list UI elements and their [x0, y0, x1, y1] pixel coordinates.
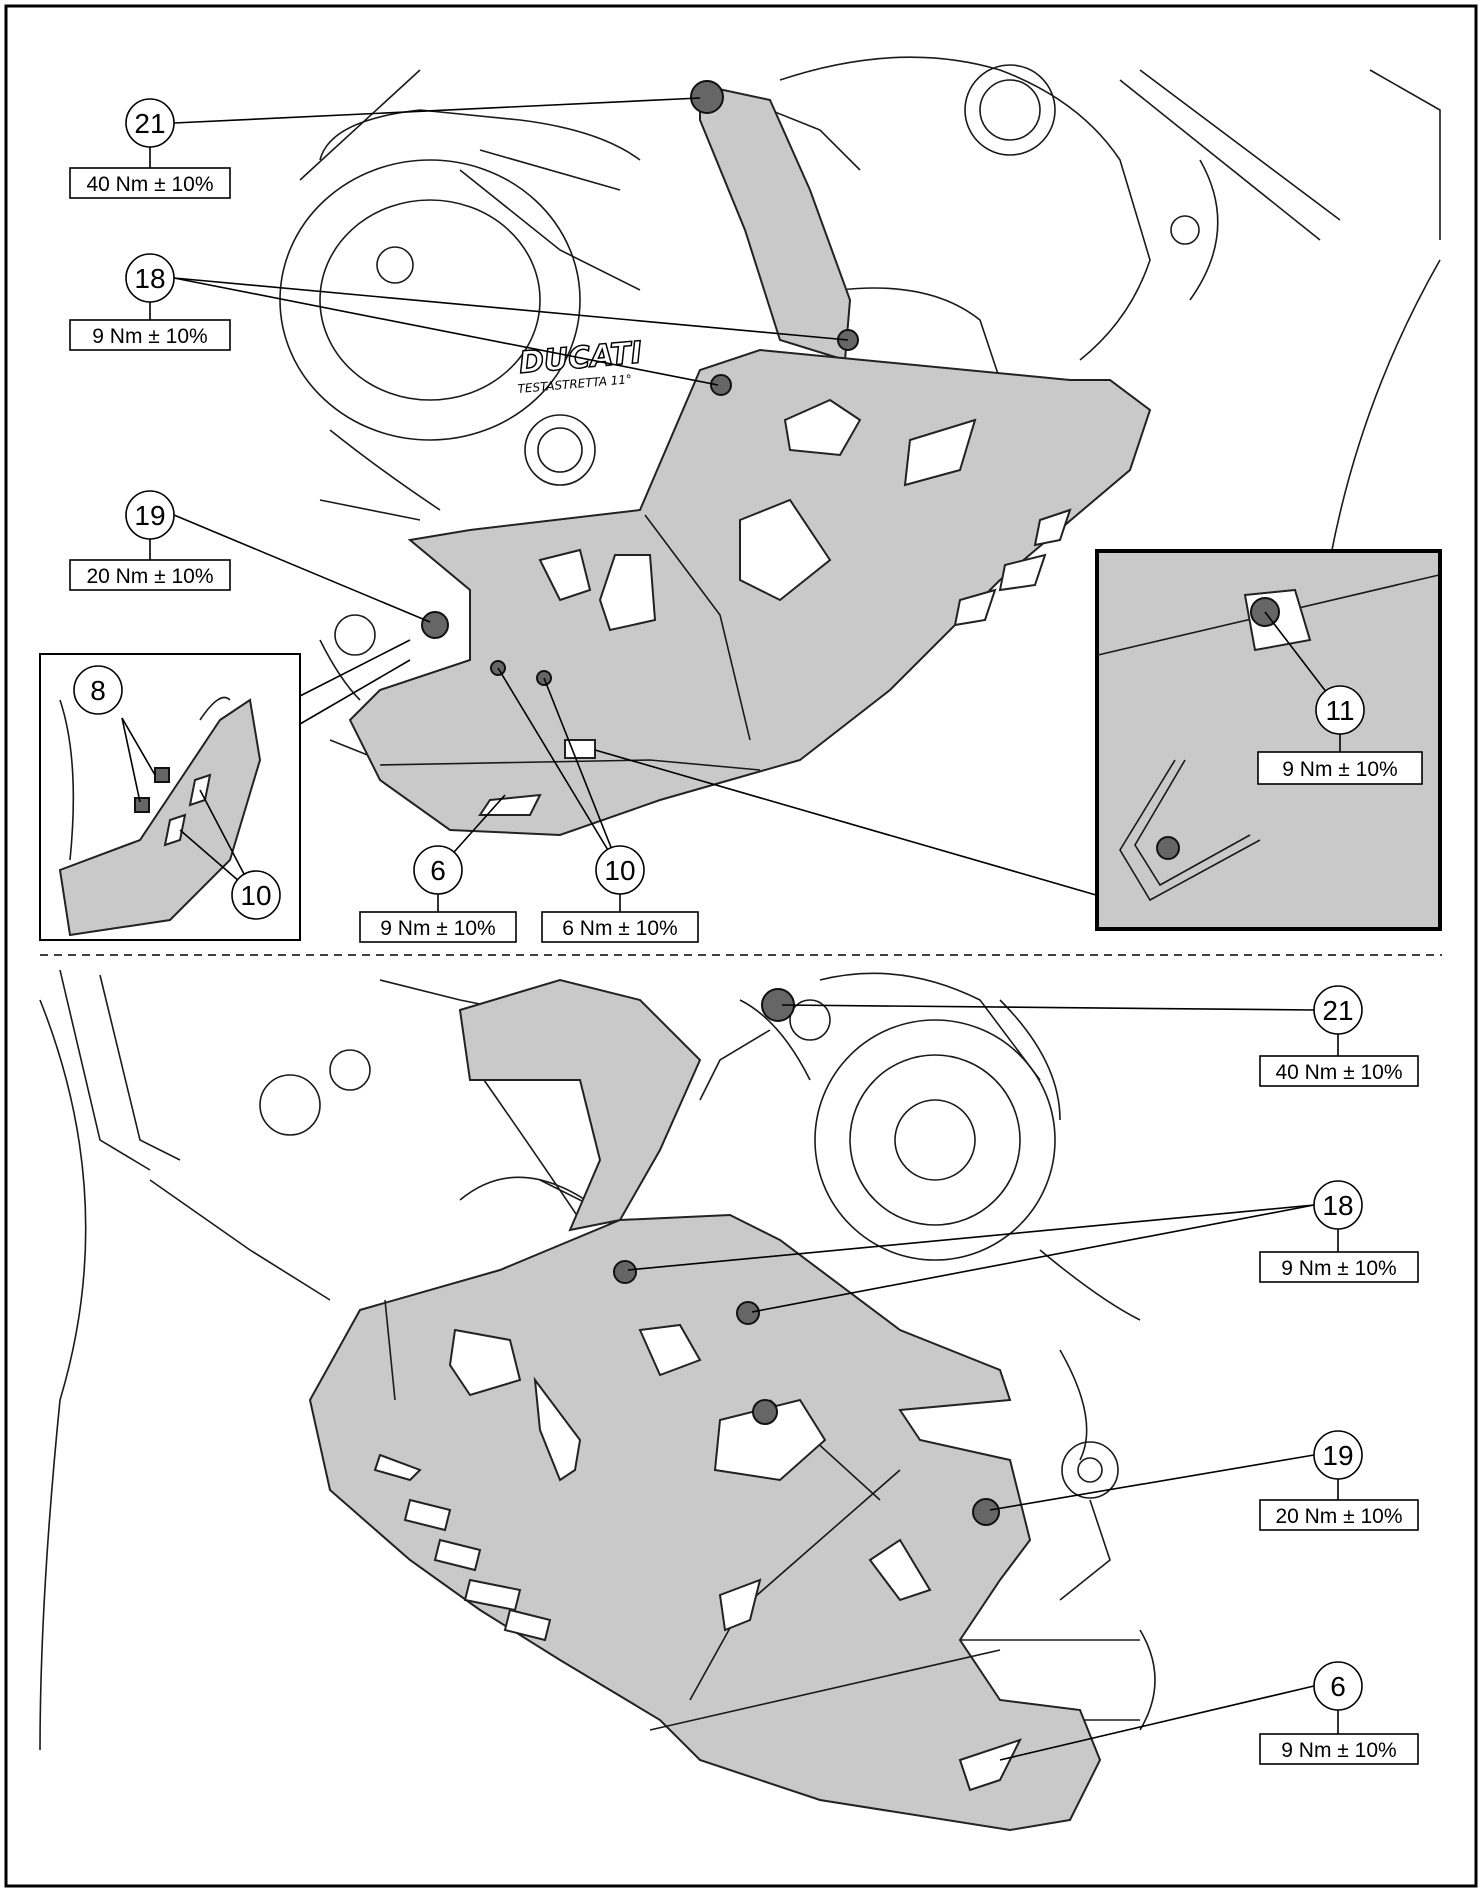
top-callout-10: 10 6 Nm ± 10% [541, 845, 699, 943]
bottom-bolt-19 [972, 1498, 1000, 1526]
svg-text:18: 18 [1322, 1190, 1353, 1221]
bottom-callout-19: 19 20 Nm ± 10% [1259, 1430, 1419, 1531]
bottom-bolt-misc [752, 1399, 778, 1425]
inset-callout-11: 11 9 Nm ± 10% [1257, 685, 1423, 785]
svg-text:6: 6 [1330, 1671, 1346, 1702]
svg-text:18: 18 [134, 263, 165, 294]
top-engine-outline [279, 56, 1441, 791]
bottom-callout-18: 18 9 Nm ± 10% [1259, 1180, 1419, 1283]
top-callout-19: 19 20 Nm ± 10% [69, 490, 231, 591]
top-callout-21: 21 40 Nm ± 10% [69, 98, 231, 199]
top-plate-crease [644, 514, 751, 741]
svg-text:11: 11 [1325, 695, 1354, 726]
svg-text:9 Nm ± 10%: 9 Nm ± 10% [380, 917, 495, 940]
svg-text:10: 10 [604, 855, 635, 886]
top-bolt-21 [690, 80, 724, 114]
top-bolt-18a [710, 374, 732, 396]
svg-text:6 Nm ± 10%: 6 Nm ± 10% [562, 917, 677, 940]
inset-callout-8: 8 [73, 665, 123, 715]
svg-text:20 Nm ± 10%: 20 Nm ± 10% [1275, 1505, 1402, 1528]
bottom-plate-cutouts [373, 1323, 1022, 1792]
svg-text:8: 8 [90, 675, 106, 706]
top-callout-18: 18 9 Nm ± 10% [69, 253, 231, 351]
bottom-leaders [627, 1004, 1315, 1761]
top-tab-11 [564, 739, 596, 759]
svg-text:9 Nm ± 10%: 9 Nm ± 10% [1281, 1739, 1396, 1762]
svg-text:10: 10 [240, 880, 271, 911]
bottom-callout-6: 6 9 Nm ± 10% [1259, 1661, 1419, 1765]
svg-text:19: 19 [1322, 1440, 1353, 1471]
top-plate-cutouts [478, 398, 1072, 816]
svg-text:19: 19 [134, 500, 165, 531]
page-frame [4, 4, 1478, 1888]
top-view: DUCATI TESTASTRETTA 11° [39, 56, 1442, 943]
top-skid-plate [348, 348, 1152, 837]
bottom-callout-21: 21 40 Nm ± 10% [1259, 985, 1419, 1087]
inset-callout-10: 10 [231, 870, 281, 920]
top-bolt-19 [421, 611, 449, 639]
top-callout-6: 6 9 Nm ± 10% [359, 845, 517, 943]
svg-text:40 Nm ± 10%: 40 Nm ± 10% [86, 173, 213, 196]
svg-text:21: 21 [1322, 995, 1353, 1026]
bottom-front-bracket [458, 978, 702, 1232]
inset-right [594, 549, 1442, 931]
bottom-view: 21 40 Nm ± 10% 18 9 Nm ± 10% 19 20 Nm ± … [39, 969, 1419, 1832]
svg-text:21: 21 [134, 108, 165, 139]
svg-text:20 Nm ± 10%: 20 Nm ± 10% [86, 565, 213, 588]
ducati-logo: DUCATI TESTASTRETTA 11° [517, 335, 644, 396]
bottom-bolt-18a [613, 1260, 637, 1284]
svg-text:9 Nm ± 10%: 9 Nm ± 10% [1281, 1257, 1396, 1280]
svg-text:40 Nm ± 10%: 40 Nm ± 10% [1275, 1061, 1402, 1084]
svg-text:9 Nm ± 10%: 9 Nm ± 10% [92, 325, 207, 348]
svg-text:9 Nm ± 10%: 9 Nm ± 10% [1282, 758, 1397, 781]
top-plate-edge [379, 759, 761, 771]
bottom-engine-outline [39, 969, 1156, 1751]
svg-text:6: 6 [430, 855, 446, 886]
bottom-bolt-18b [736, 1301, 760, 1325]
top-front-bracket [699, 83, 852, 362]
